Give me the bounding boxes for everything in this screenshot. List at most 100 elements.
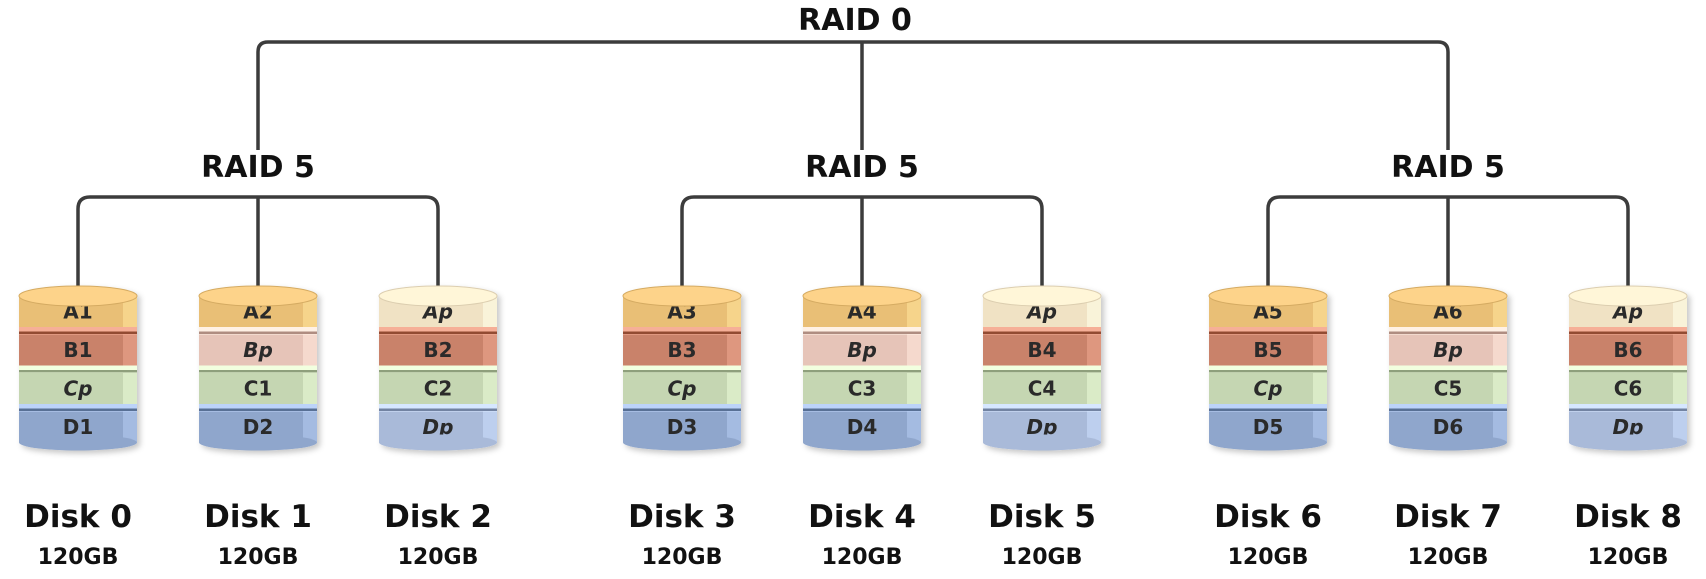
disk-bottom xyxy=(379,434,497,451)
block-spacer xyxy=(1569,327,1687,335)
block-divider xyxy=(1389,408,1507,411)
disk-name: Disk 7 xyxy=(1394,499,1502,535)
disk-bottom xyxy=(1389,434,1507,451)
block-highlight xyxy=(1673,373,1687,404)
block-highlight xyxy=(727,411,741,443)
block-spacer xyxy=(623,365,741,373)
block-spacer xyxy=(379,327,497,335)
block-divider xyxy=(983,331,1101,334)
block-label: C2 xyxy=(424,377,453,401)
block-spacer xyxy=(983,365,1101,373)
block-highlight xyxy=(303,334,317,366)
block-highlight xyxy=(1673,411,1687,443)
disk-size: 120GB xyxy=(1588,545,1669,570)
block-label: C3 xyxy=(848,377,877,401)
block-band xyxy=(19,373,137,404)
block-divider xyxy=(379,370,497,373)
block-band xyxy=(983,334,1101,366)
raid5-label: RAID 5 xyxy=(201,150,315,185)
block-highlight xyxy=(1087,334,1101,366)
block-spacer xyxy=(803,404,921,412)
block-band xyxy=(803,334,921,366)
block-highlight xyxy=(123,411,137,443)
block-band xyxy=(983,373,1101,404)
block-divider xyxy=(1209,408,1327,411)
block-spacer xyxy=(803,327,921,335)
disk-name: Disk 1 xyxy=(204,499,312,535)
block-spacer xyxy=(199,404,317,412)
block-highlight xyxy=(483,373,497,404)
block-highlight xyxy=(483,334,497,366)
block-band xyxy=(379,373,497,404)
block-divider xyxy=(1569,331,1687,334)
block-label: B5 xyxy=(1253,338,1282,362)
block-spacer xyxy=(983,404,1101,412)
block-highlight xyxy=(123,296,137,327)
block-highlight xyxy=(123,334,137,366)
disk-top-cap xyxy=(1568,285,1688,307)
block-label: B3 xyxy=(667,338,696,362)
block-label: Bp xyxy=(1433,338,1463,362)
block-divider xyxy=(1209,370,1327,373)
block-spacer xyxy=(1389,327,1507,335)
block-band xyxy=(623,334,741,366)
block-band xyxy=(803,373,921,404)
disk-name: Disk 2 xyxy=(384,499,492,535)
block-highlight xyxy=(1313,373,1327,404)
disk-top-cap xyxy=(622,285,742,307)
raid5-label: RAID 5 xyxy=(1391,150,1505,185)
block-label: B2 xyxy=(423,338,452,362)
disk-name: Disk 3 xyxy=(628,499,736,535)
disk-top-cap xyxy=(1388,285,1508,307)
raid0-label: RAID 0 xyxy=(798,3,912,38)
block-highlight xyxy=(483,296,497,327)
disk-bottom xyxy=(1569,434,1687,451)
disk-size: 120GB xyxy=(1408,545,1489,570)
block-highlight xyxy=(1313,411,1327,443)
block-band xyxy=(1569,373,1687,404)
block-label: C6 xyxy=(1614,377,1643,401)
block-highlight xyxy=(727,296,741,327)
disk-top-cap xyxy=(982,285,1102,307)
disk-bottom xyxy=(19,434,137,451)
block-spacer xyxy=(199,327,317,335)
block-highlight xyxy=(303,296,317,327)
disk-size: 120GB xyxy=(642,545,723,570)
block-spacer xyxy=(1569,365,1687,373)
block-label: B1 xyxy=(63,338,92,362)
block-divider xyxy=(379,331,497,334)
block-highlight xyxy=(303,373,317,404)
block-divider xyxy=(379,408,497,411)
disk-size: 120GB xyxy=(1002,545,1083,570)
block-band xyxy=(199,373,317,404)
block-label: C1 xyxy=(244,377,273,401)
block-divider xyxy=(1389,370,1507,373)
raid5-label: RAID 5 xyxy=(805,150,919,185)
block-divider xyxy=(19,331,137,334)
block-label: C4 xyxy=(1028,377,1057,401)
block-divider xyxy=(1209,331,1327,334)
disk-bottom xyxy=(199,434,317,451)
block-divider xyxy=(803,331,921,334)
block-spacer xyxy=(1209,365,1327,373)
block-divider xyxy=(1569,408,1687,411)
block-highlight xyxy=(1493,373,1507,404)
block-highlight xyxy=(123,373,137,404)
block-highlight xyxy=(907,334,921,366)
disk-bottom xyxy=(623,434,741,451)
block-label: B6 xyxy=(1613,338,1642,362)
block-divider xyxy=(1389,331,1507,334)
block-highlight xyxy=(907,373,921,404)
block-spacer xyxy=(19,327,137,335)
block-divider xyxy=(19,370,137,373)
disk-bottom xyxy=(1209,434,1327,451)
block-label: Cp xyxy=(1254,377,1283,401)
block-spacer xyxy=(1209,404,1327,412)
disk-top-cap xyxy=(18,285,138,307)
